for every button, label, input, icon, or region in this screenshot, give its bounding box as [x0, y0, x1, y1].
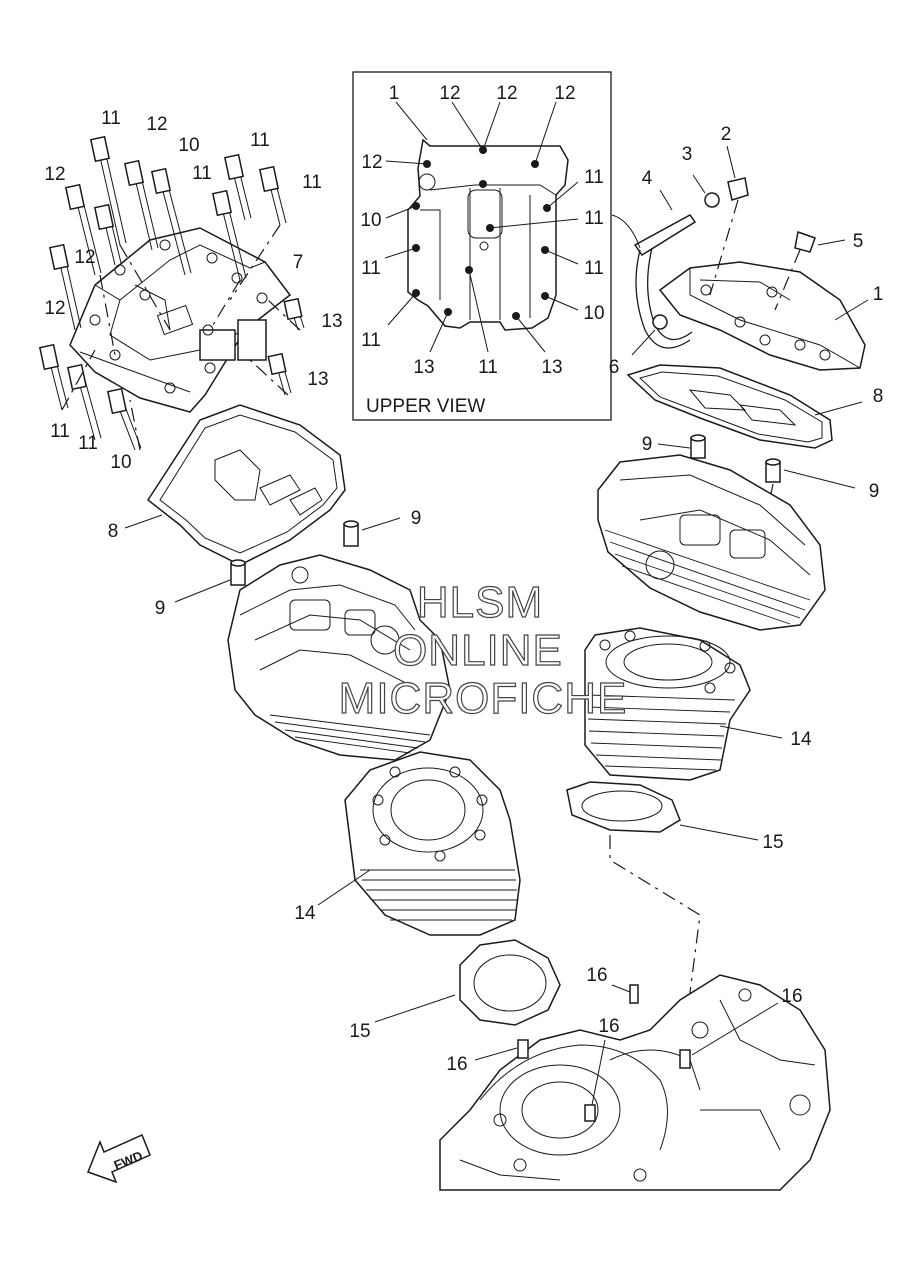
front-cover-bolts [38, 135, 305, 451]
front-rocker-cover [69, 227, 292, 413]
callout-9-a: 9 [411, 508, 422, 529]
front-base-gasket: 15 [349, 939, 561, 1042]
inset-callout-12b: 12 [496, 83, 517, 104]
inset-callout-12d: 12 [361, 152, 382, 173]
inset-callout-12a: 12 [439, 83, 460, 104]
breather-parts: 4 3 2 5 6 [609, 124, 864, 378]
rear-cylinder: 14 [584, 627, 812, 781]
callout-11-b: 11 [250, 130, 270, 151]
inset-callout-11a: 11 [361, 258, 381, 279]
callout-12-c: 12 [74, 247, 95, 268]
callout-12-d: 12 [44, 298, 65, 319]
callout-16-d: 16 [446, 1054, 467, 1075]
callout-16-c: 16 [598, 1016, 619, 1037]
callout-13-a: 13 [321, 311, 342, 332]
inset-callout-10b: 10 [583, 303, 604, 324]
callout-11-d: 11 [302, 172, 322, 193]
callout-8-a: 8 [108, 521, 119, 542]
callout-2: 2 [721, 124, 732, 145]
callout-14-a: 14 [294, 903, 316, 924]
inset-callout-12c: 12 [554, 83, 575, 104]
callout-11-c: 11 [192, 163, 212, 184]
upper-view-title: UPPER VIEW [366, 396, 485, 417]
left-callouts: 11 12 10 11 12 11 11 12 7 12 13 13 11 11… [44, 108, 342, 473]
callout-13-b: 13 [307, 369, 328, 390]
rear-cylinder-head [597, 454, 826, 631]
front-cylinder: 14 [294, 751, 521, 936]
inset-callout-11c: 11 [584, 167, 604, 188]
inset-callout-11b: 11 [361, 330, 381, 351]
fwd-arrow: FWD [87, 1133, 151, 1184]
callout-9-b: 9 [155, 598, 166, 619]
callout-6: 6 [609, 357, 620, 378]
crankcase [439, 974, 831, 1191]
inset-callout-11e: 11 [584, 258, 604, 279]
callout-12-a: 12 [146, 114, 167, 135]
inset-callout-1: 1 [389, 83, 400, 104]
inset-callout-13a: 13 [413, 357, 434, 378]
watermark: HLSM ONLINE MICROFICHE [338, 577, 628, 723]
rear-head-gasket: 8 [626, 364, 884, 449]
callout-4: 4 [642, 168, 653, 189]
callout-11-a: 11 [101, 108, 121, 129]
callout-9-d: 9 [869, 481, 880, 502]
inset-callout-13b: 13 [541, 357, 562, 378]
inset-callout-11d: 11 [584, 208, 604, 229]
callout-15-b: 15 [762, 832, 783, 853]
callout-8-b: 8 [873, 386, 884, 407]
watermark-line-1: HLSM [417, 578, 543, 627]
callout-5: 5 [853, 231, 864, 252]
crankcase-dowels: 16 16 16 16 [446, 965, 803, 1122]
watermark-line-3: MICROFICHE [339, 674, 628, 723]
watermark-line-2: ONLINE [393, 626, 563, 675]
callout-16-a: 16 [586, 965, 607, 986]
callout-3: 3 [682, 144, 693, 165]
callout-10-a: 10 [178, 135, 199, 156]
callout-11-e: 11 [50, 421, 70, 442]
rear-rocker-cover: 1 [658, 261, 884, 371]
callout-10-b: 10 [110, 452, 131, 473]
front-cylinder-head [227, 554, 451, 761]
callout-9-c: 9 [642, 434, 653, 455]
rear-base-gasket: 15 [566, 781, 784, 1071]
callout-7: 7 [293, 252, 304, 273]
callout-12-b: 12 [44, 164, 65, 185]
callout-15-a: 15 [349, 1021, 370, 1042]
callout-1: 1 [873, 284, 884, 305]
upper-view-inset: 1 12 12 12 12 10 11 11 11 11 11 10 13 11… [352, 71, 612, 421]
front-dowels: 9 9 [155, 508, 422, 619]
callout-11-f: 11 [78, 433, 98, 454]
callout-14-b: 14 [790, 729, 812, 750]
inset-callout-11f: 11 [478, 357, 498, 378]
callout-16-b: 16 [781, 986, 802, 1007]
inset-callout-10a: 10 [360, 210, 381, 231]
front-head-gasket: 8 [108, 404, 346, 566]
